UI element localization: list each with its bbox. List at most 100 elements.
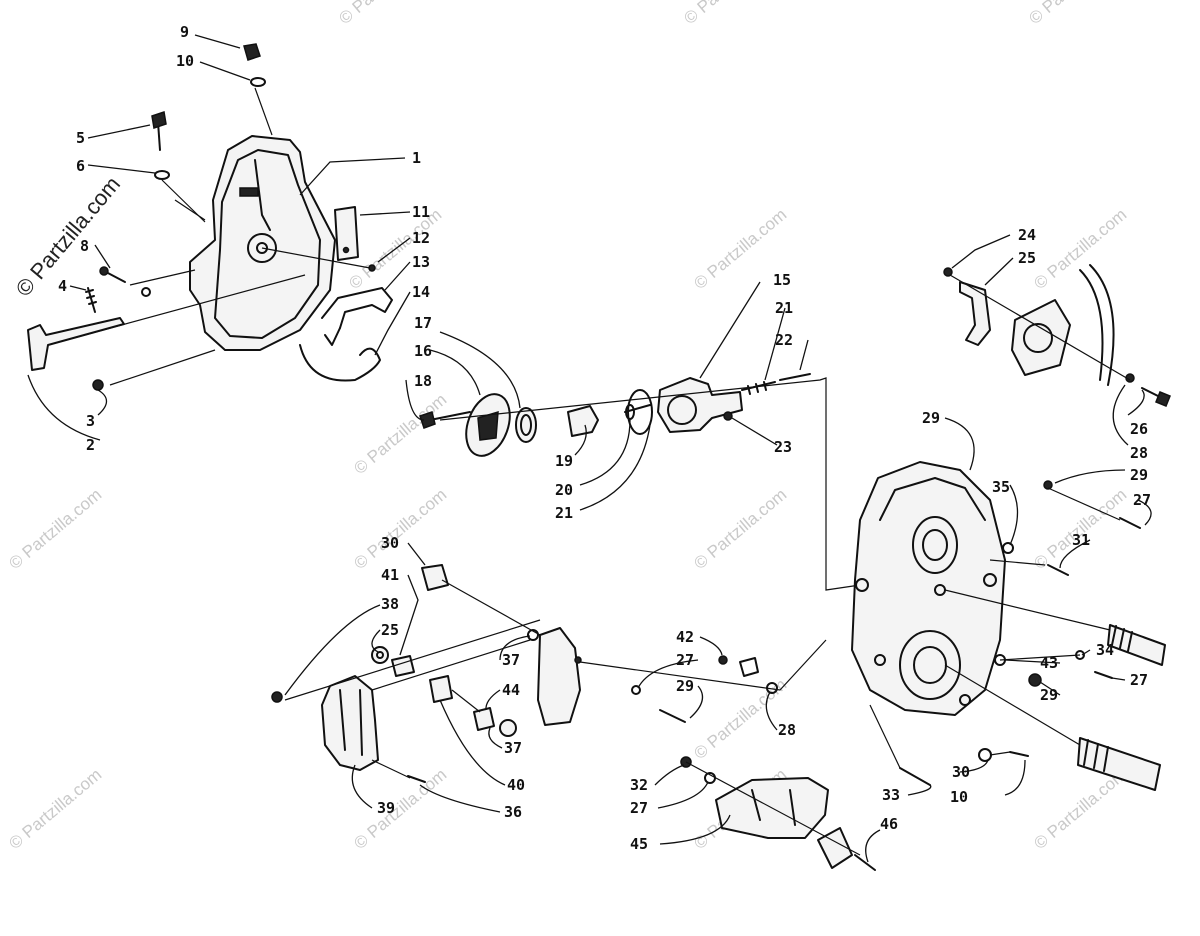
bolt-33 — [1009, 751, 1029, 757]
callout-17: 17 — [414, 314, 432, 332]
link-hardware — [579, 639, 827, 723]
oring-21 — [627, 389, 653, 435]
callout-32: 33 — [882, 786, 900, 804]
callout-34: 43 — [1040, 654, 1058, 672]
spacer-43 — [739, 657, 759, 677]
housing-15 — [657, 377, 743, 433]
callout-4: 4 — [58, 277, 67, 295]
bolt-28b — [659, 709, 686, 723]
watermark-tile: © Partzilla.com — [350, 765, 450, 853]
tensioner-assembly — [271, 564, 582, 783]
plate-adapter — [1011, 299, 1071, 376]
callout-27c: 29 — [1040, 686, 1058, 704]
plate-47 — [817, 827, 853, 869]
callout-30b: 27 — [1130, 671, 1148, 689]
washer-44 — [527, 629, 539, 641]
fitting-9 — [243, 43, 261, 61]
callout-13: 13 — [412, 253, 430, 271]
watermark-tile: © Partzilla.com — [5, 485, 105, 573]
nut-24 — [723, 411, 733, 421]
shaft-upper — [1107, 624, 1166, 666]
callout-30: 31 — [1072, 531, 1090, 549]
callout-9: 9 — [180, 23, 189, 41]
bracket-26 — [959, 281, 991, 346]
bolt-30b — [1094, 671, 1113, 679]
watermark-tile: © Partzilla.com — [1025, 0, 1125, 28]
washer-29 — [1002, 542, 1014, 554]
callout-46: 45 — [630, 835, 648, 853]
callout-29: 28 — [1130, 444, 1148, 462]
callout-20: 20 — [555, 481, 573, 499]
pin-20 — [624, 404, 651, 413]
callout-3: 3 — [86, 412, 95, 430]
callout-18: 18 — [414, 372, 432, 390]
bracket-36 — [321, 675, 379, 771]
callout-37: 25 — [381, 621, 399, 639]
callout-25: 24 — [1018, 226, 1036, 244]
watermark-tile: © Partzilla.com — [350, 390, 450, 478]
shaft-2 — [27, 317, 125, 371]
roller-41 — [421, 564, 449, 591]
callout-27d: 32 — [630, 776, 648, 794]
callout-1: 1 — [412, 149, 421, 167]
nut-27b — [718, 655, 728, 665]
stud-32 — [899, 767, 931, 786]
callout-2: 2 — [86, 436, 95, 454]
gearcase-35 — [851, 461, 1006, 716]
roller-39 — [429, 675, 453, 703]
callout-41: 30 — [381, 534, 399, 552]
callout-28: 26 — [1130, 420, 1148, 438]
watermark-tile: © Partzilla.com — [1030, 205, 1130, 293]
watermark-tile: © Partzilla.com — [5, 765, 105, 853]
callout-10b: 30 — [952, 763, 970, 781]
bolt-47 — [854, 854, 876, 871]
callout-24: 23 — [774, 438, 792, 456]
callout-35: 29 — [922, 409, 940, 427]
watermark-tile: © Partzilla.com — [1030, 485, 1130, 573]
callout-14: 14 — [412, 283, 430, 301]
callout-29b: 35 — [992, 478, 1010, 496]
watermark-tile: © Partzilla.com — [680, 0, 780, 28]
watermark-side: © Partzilla.com — [11, 172, 125, 302]
callout-43: 28 — [778, 721, 796, 739]
callout-21: 21 — [555, 504, 573, 522]
callout-15: 15 — [773, 271, 791, 289]
callout-31: 27 — [1133, 491, 1151, 509]
nut-25 — [943, 267, 953, 277]
callout-23: 22 — [775, 331, 793, 349]
screw-8 — [105, 271, 126, 283]
callout-47: 46 — [880, 815, 898, 833]
washer-6 — [154, 170, 170, 180]
callout-39: 40 — [507, 776, 525, 794]
callout-28b: 29 — [676, 677, 694, 695]
callout-11: 11 — [412, 203, 430, 221]
cover-rim — [214, 149, 321, 339]
callout-26: 25 — [1018, 249, 1036, 267]
callout-27b: 42 — [676, 628, 694, 646]
pin-40 — [473, 707, 495, 731]
washer-29c — [631, 685, 641, 695]
callout-22: 21 — [775, 299, 793, 317]
callout-42: 36 — [504, 803, 522, 821]
callout-36: 39 — [377, 799, 395, 817]
pin-23 — [779, 373, 811, 381]
washer-10b — [978, 748, 992, 762]
bushing-19 — [567, 405, 599, 437]
callout-19: 19 — [555, 452, 573, 470]
callout-29d: 34 — [1096, 641, 1114, 659]
bracket-assembly — [943, 264, 1171, 407]
watermark-tile: © Partzilla.com — [335, 0, 435, 28]
watermark-tile: © Partzilla.com — [690, 485, 790, 573]
mount-assembly — [680, 756, 876, 871]
callout-12: 12 — [412, 229, 430, 247]
cover-assembly — [27, 43, 393, 391]
ring-17 — [515, 407, 537, 443]
watermark-tile: © Partzilla.com — [350, 485, 450, 573]
callout-8: 8 — [80, 237, 89, 255]
callout-44: 37 — [502, 651, 520, 669]
seal-14 — [299, 344, 381, 382]
shaft-lower — [1077, 737, 1161, 791]
gearcase-assembly — [851, 461, 1166, 791]
nut-27 — [1043, 480, 1053, 490]
